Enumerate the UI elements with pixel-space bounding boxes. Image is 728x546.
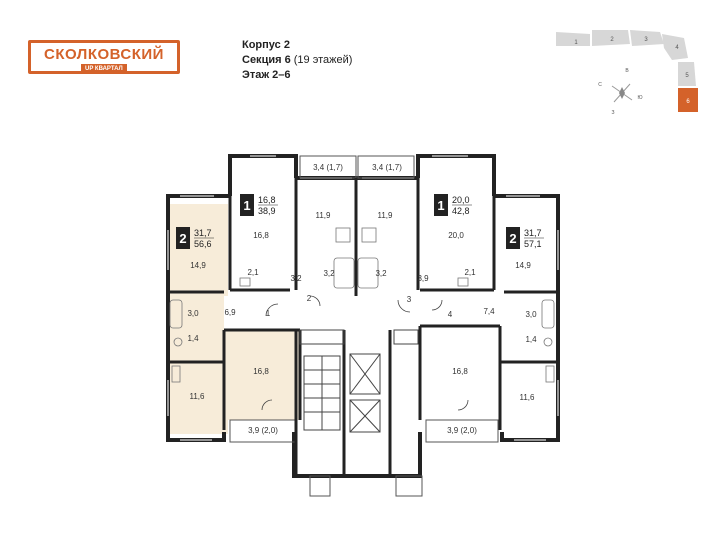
room-label: 3 <box>407 295 412 304</box>
compass-south: Ю <box>637 95 642 101</box>
apartment-tag-4[interactable]: 2 31,7 57,1 <box>506 227 544 249</box>
room-label: 3,4 (1,7) <box>313 163 343 172</box>
room-label: 11,9 <box>316 211 332 220</box>
compass-north: С <box>598 82 602 88</box>
apartment-tag-3[interactable]: 1 20,0 42,8 <box>434 194 472 216</box>
room-label: 1,4 <box>525 335 537 344</box>
section-floors: (19 этажей) <box>293 54 353 66</box>
keyplan-block-4[interactable] <box>662 34 688 60</box>
room-label: 14,9 <box>190 261 206 270</box>
logo-badge-left: UP <box>85 66 94 72</box>
room-label: 6,9 <box>224 308 236 317</box>
room-label: 16,8 <box>253 367 269 376</box>
apartment-1-living: 31,7 <box>194 228 212 238</box>
room-label: 3,2 <box>323 269 335 278</box>
keyplan-block-3[interactable] <box>630 30 664 46</box>
keyplan-block-5[interactable] <box>678 62 696 86</box>
room-label: 4 <box>448 310 453 319</box>
doors <box>261 295 469 411</box>
apartment-2-living: 16,8 <box>258 195 276 205</box>
keyplan-block-6[interactable] <box>678 88 698 112</box>
room-label: 20,0 <box>448 231 464 240</box>
apartment-1-rooms: 2 <box>179 231 186 246</box>
room-label: 3,2 <box>290 274 302 283</box>
room-label: 3,9 <box>417 274 429 283</box>
room-label: 2 <box>307 294 312 303</box>
room-label: 16,8 <box>253 231 269 240</box>
room-label: 11,9 <box>378 211 394 220</box>
key-plan: 1 2 3 4 5 6 С В Ю З <box>556 30 698 116</box>
compass-icon: С В Ю З <box>598 68 642 116</box>
keyplan-label-2: 2 <box>610 37 614 43</box>
room-label: 3,9 (2,0) <box>447 426 477 435</box>
apartment-highlight <box>168 204 300 434</box>
room-label: 3,0 <box>187 309 199 318</box>
keyplan-label-1: 1 <box>574 40 578 46</box>
room-label: 3,0 <box>525 310 537 319</box>
room-label: 3,4 (1,7) <box>372 163 402 172</box>
apartment-3-total: 42,8 <box>452 206 470 216</box>
korpus-label: Корпус 2 <box>242 39 290 51</box>
keyplan-block-1[interactable] <box>556 32 590 46</box>
section-label: Секция 6 <box>242 54 291 66</box>
room-label: 1 <box>266 309 271 318</box>
apartment-tag-2[interactable]: 1 16,8 38,9 <box>240 194 278 216</box>
keyplan-label-6: 6 <box>686 99 690 105</box>
apartment-2-total: 38,9 <box>258 206 276 216</box>
brand-logo: СКОЛКОВСКИЙ UP КВАРТАЛ <box>28 40 180 74</box>
room-labels: 3,4 (1,7) 3,4 (1,7) 11,9 11,9 16,8 20,0 … <box>187 163 537 435</box>
core <box>299 329 419 433</box>
room-label: 3,2 <box>375 269 387 278</box>
logo-badge: UP КВАРТАЛ <box>81 64 127 74</box>
compass-west: З <box>611 110 614 116</box>
apartment-3-rooms: 1 <box>437 198 444 213</box>
room-label: 2,1 <box>464 268 476 277</box>
room-label: 3,9 (2,0) <box>248 426 278 435</box>
keyplan-label-3: 3 <box>644 37 648 43</box>
keyplan-label-5: 5 <box>685 73 689 79</box>
floor-label: Этаж 2–6 <box>242 69 291 81</box>
apartment-1-total: 56,6 <box>194 239 212 249</box>
room-label: 11,6 <box>520 393 536 402</box>
floor-plan <box>166 154 560 497</box>
building-info: Корпус 2 Секция 6 (19 этажей) Этаж 2–6 <box>242 38 352 83</box>
room-label: 14,9 <box>515 261 531 270</box>
apartment-4-living: 31,7 <box>524 228 542 238</box>
logo-text: СКОЛКОВСКИЙ <box>44 46 164 63</box>
keyplan-block-2[interactable] <box>592 30 630 46</box>
room-label: 1,4 <box>187 334 199 343</box>
compass-east: В <box>625 68 629 74</box>
apartment-3-living: 20,0 <box>452 195 470 205</box>
keyplan-label-4: 4 <box>675 45 679 51</box>
apartment-tag-1[interactable]: 2 31,7 56,6 <box>176 227 214 249</box>
fixtures <box>169 227 555 383</box>
interior-walls <box>168 178 558 476</box>
apartment-4-total: 57,1 <box>524 239 542 249</box>
apartment-2-rooms: 1 <box>243 198 250 213</box>
apartment-4-rooms: 2 <box>509 231 516 246</box>
room-label: 7,4 <box>483 307 495 316</box>
room-label: 2,1 <box>247 268 259 277</box>
room-label: 16,8 <box>452 367 468 376</box>
logo-badge-right: КВАРТАЛ <box>94 66 123 72</box>
room-label: 11,6 <box>190 392 206 401</box>
